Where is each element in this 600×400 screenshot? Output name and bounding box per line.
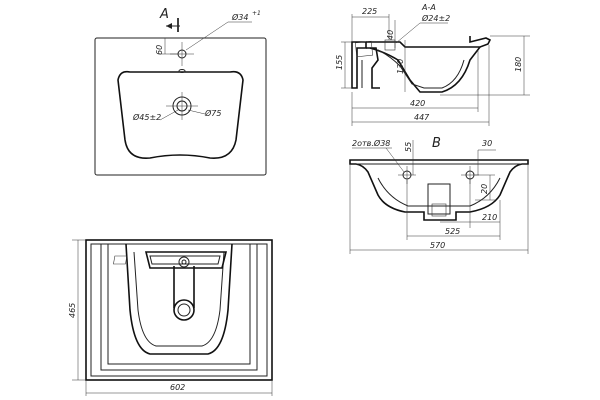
- cabinet-outer: [85, 239, 273, 381]
- front-view: 465 602: [68, 239, 273, 396]
- dim-drain-dia: Ø45±2: [132, 112, 161, 122]
- dim-210: 210: [482, 213, 497, 222]
- dim-d24: Ø24±2: [421, 13, 450, 23]
- dim-525: 525: [445, 227, 460, 236]
- dim-130: 130: [396, 59, 405, 74]
- faucet-base: [178, 256, 190, 268]
- dim-447: 447: [414, 113, 430, 122]
- section-profile: [351, 41, 367, 89]
- bowl-side: [125, 243, 233, 355]
- dim-hole-offset: 60: [155, 45, 164, 55]
- top-view: A Ø34 +1 60 Ø45±2 Ø75: [94, 7, 267, 176]
- dim-570: 570: [430, 241, 445, 250]
- dim-30: 30: [482, 139, 492, 148]
- section-mark-a: A: [159, 7, 169, 22]
- dim-225: 225: [362, 7, 377, 16]
- dim-40: 40: [386, 30, 395, 40]
- section-aa-view: A-A 225 Ø24±2 40 130 155 180: [335, 3, 530, 126]
- view-b-label: B: [432, 136, 441, 151]
- dim-420: 420: [410, 99, 425, 108]
- dim-55: 55: [404, 142, 413, 152]
- dim-20: 20: [480, 184, 489, 194]
- dim-drain-seat: Ø75: [204, 108, 221, 118]
- dim-holes: 2отв.Ø38: [352, 138, 390, 148]
- bowl-outline: [117, 70, 244, 159]
- dim-hole-sup: +1: [252, 10, 261, 17]
- section-aa-label: A-A: [421, 3, 436, 12]
- dim-602: 602: [170, 383, 185, 392]
- basin-outer-outline: [94, 37, 267, 176]
- view-b: B 2отв.Ø38 55 30 20 210 525 570: [349, 136, 529, 254]
- dim-155: 155: [335, 55, 344, 70]
- drain-pipe: [173, 266, 195, 308]
- drain-outlet: [427, 183, 451, 215]
- dim-hole-dia: Ø34: [231, 12, 248, 22]
- view-b-outline: [349, 159, 529, 221]
- dim-465: 465: [68, 303, 77, 318]
- overflow-slot: [178, 69, 186, 73]
- dim-180: 180: [514, 57, 523, 72]
